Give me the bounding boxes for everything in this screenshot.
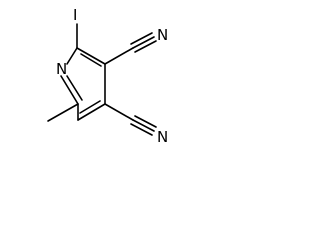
- structure-canvas: I N C N C N: [0, 0, 184, 158]
- bond-c6-methyl: [47, 103, 79, 122]
- bond-n1-c6-inner: [66, 75, 83, 101]
- bond-cn4-triple-a: [132, 119, 155, 132]
- bond-cn3-triple-c: [134, 40, 157, 53]
- bond-n1-c6: [60, 75, 79, 105]
- bond-c4-c5: [77, 103, 106, 121]
- bond-c2-c3: [76, 47, 106, 65]
- ring-nitrogen-label: N: [56, 60, 67, 78]
- bond-c2-c3-inner: [80, 53, 102, 67]
- bond-c3-cn: [104, 47, 134, 65]
- bond-cn4-triple-b: [134, 115, 157, 128]
- bond-cn3-triple-a: [132, 36, 155, 49]
- bond-cn4-triple-c: [130, 123, 153, 136]
- iodine-label: I: [73, 6, 77, 24]
- molecule-drawing: I N C N C N: [47, 6, 168, 146]
- nitrile-c4-nitrogen-label: N: [157, 128, 168, 146]
- bond-n1-c2: [66, 47, 78, 65]
- bond-cn3-triple-b: [130, 32, 153, 45]
- nitrile-c3-nitrogen-label: N: [157, 26, 168, 44]
- bond-c4-c5-inner: [79, 100, 101, 114]
- bond-c4-cn: [104, 103, 134, 121]
